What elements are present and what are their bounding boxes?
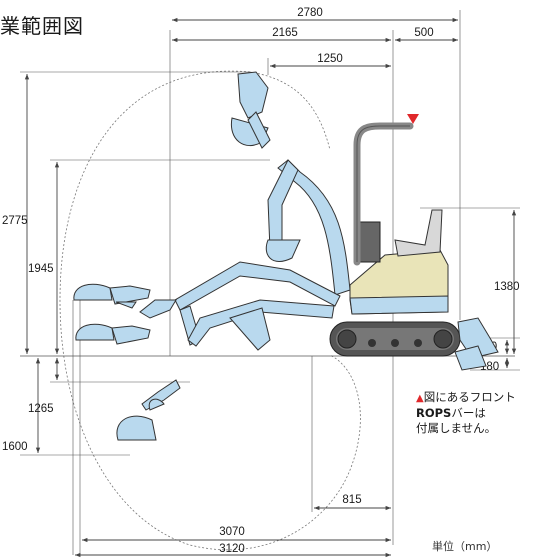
dim-label-3070: 3070 — [219, 526, 245, 538]
boom-arm-raised — [265, 159, 351, 296]
bucket-dig-deep — [116, 379, 181, 441]
dim-label-815: 815 — [342, 494, 361, 506]
crawler-track — [329, 321, 461, 357]
rops-note: ▲図にあるフロント ROPSバーは 付属しません。 — [416, 390, 516, 436]
working-envelope — [59, 70, 361, 551]
bucket-left-upper — [73, 283, 151, 309]
note-line-2-bold: ROPS — [416, 406, 452, 420]
dim-label-1250: 1250 — [317, 53, 343, 65]
unit-label: 単位（mm） — [432, 540, 498, 553]
bucket-top — [230, 71, 271, 149]
boom-arm-dig — [187, 299, 335, 351]
dim-label-1380: 1380 — [494, 281, 520, 293]
upper-body — [349, 209, 449, 315]
dim-label-1945: 1945 — [28, 263, 54, 275]
dim-label-2775: 2775 — [2, 215, 28, 227]
bucket-left-lower — [75, 323, 151, 345]
note-line-1: 図にあるフロント — [423, 390, 516, 404]
note-line-2: バーは — [451, 406, 486, 420]
page-title: 業範囲図 — [0, 14, 84, 38]
rops-marker-icon — [407, 114, 419, 124]
note-line-3: 付属しません。 — [416, 421, 497, 435]
dim-label-500: 500 — [414, 27, 433, 39]
dim-label-2780: 2780 — [297, 7, 323, 19]
dim-label-3120: 3120 — [219, 543, 245, 555]
dim-label-2165: 2165 — [272, 27, 298, 39]
dozer-blade — [454, 317, 499, 371]
dim-label-1265: 1265 — [28, 403, 54, 415]
boom-arm-reach — [139, 261, 341, 346]
dim-label-1600: 1600 — [2, 441, 28, 453]
note-marker-icon: ▲ — [416, 393, 424, 404]
